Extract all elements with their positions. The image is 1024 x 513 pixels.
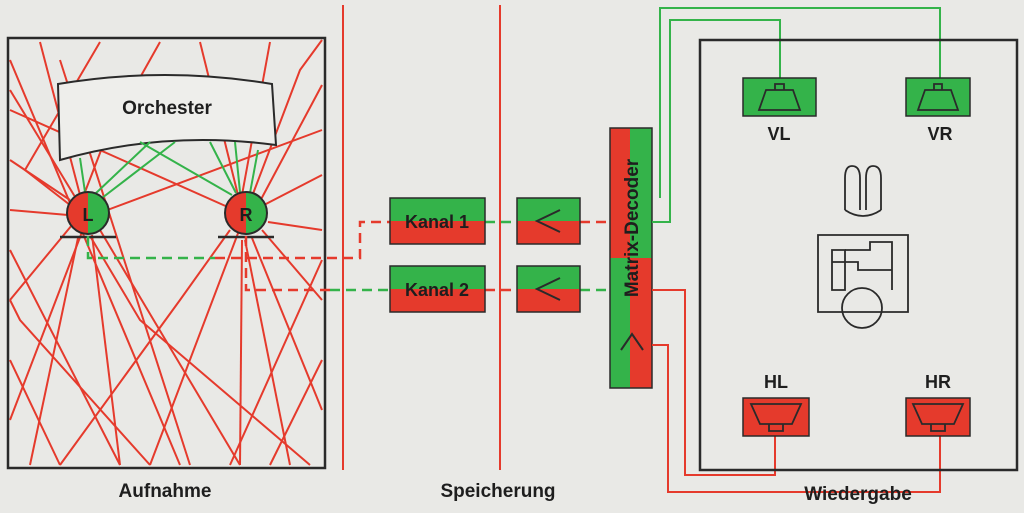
section-label-recording: Aufnahme xyxy=(119,481,212,502)
speaker-front-right-label: VR xyxy=(927,124,952,144)
channel-2-box: Kanal 2 xyxy=(389,265,486,313)
speaker-front-left-label: VL xyxy=(767,124,790,144)
speaker-front-right: VR xyxy=(905,77,971,144)
direct-sound-paths xyxy=(79,141,259,199)
speaker-icon xyxy=(911,403,965,432)
listening-room-frame xyxy=(698,38,1019,472)
channel-1-box: Kanal 1 xyxy=(389,197,486,245)
orchestra-shape xyxy=(56,74,278,162)
speaker-icon xyxy=(757,83,802,111)
matrix-decoder-label: Matrix-Decoder xyxy=(622,158,643,297)
amplifier-icon xyxy=(534,277,561,301)
speaker-rear-right: HR xyxy=(905,372,971,437)
speaker-icon xyxy=(916,83,960,111)
mic-left-label: L xyxy=(83,205,94,225)
microphone-icon xyxy=(224,191,268,235)
speaker-rear-left: HL xyxy=(742,372,810,437)
amplifier-icon xyxy=(534,209,561,233)
speaker-front-left: VL xyxy=(742,77,817,144)
recording-section: Orchester L R xyxy=(6,36,327,470)
channel-1-label: Kanal 1 xyxy=(405,212,469,232)
concert-hall-frame xyxy=(6,36,327,470)
amplifier-1 xyxy=(516,197,581,245)
speaker-rear-right-label: HR xyxy=(925,372,951,392)
section-label-storage: Speicherung xyxy=(440,481,555,502)
orchestra-label: Orchester xyxy=(122,98,212,119)
amplifier-2 xyxy=(516,265,581,313)
speaker-rear-left-label: HL xyxy=(764,372,788,392)
amplifier-icon xyxy=(620,332,644,351)
listener-icon xyxy=(817,165,909,329)
mic-right-label: R xyxy=(240,205,253,225)
playback-section: VL VR HL HR xyxy=(698,38,1019,472)
section-label-playback: Wiedergabe xyxy=(804,484,912,505)
microphone-left: L xyxy=(60,191,116,239)
speaker-icon xyxy=(749,403,803,432)
channel-2-label: Kanal 2 xyxy=(405,280,469,300)
signal-lines xyxy=(86,220,610,292)
matrix-decoder: Matrix-Decoder xyxy=(609,127,653,389)
microphone-icon xyxy=(66,191,110,235)
microphone-right: R xyxy=(218,191,274,239)
